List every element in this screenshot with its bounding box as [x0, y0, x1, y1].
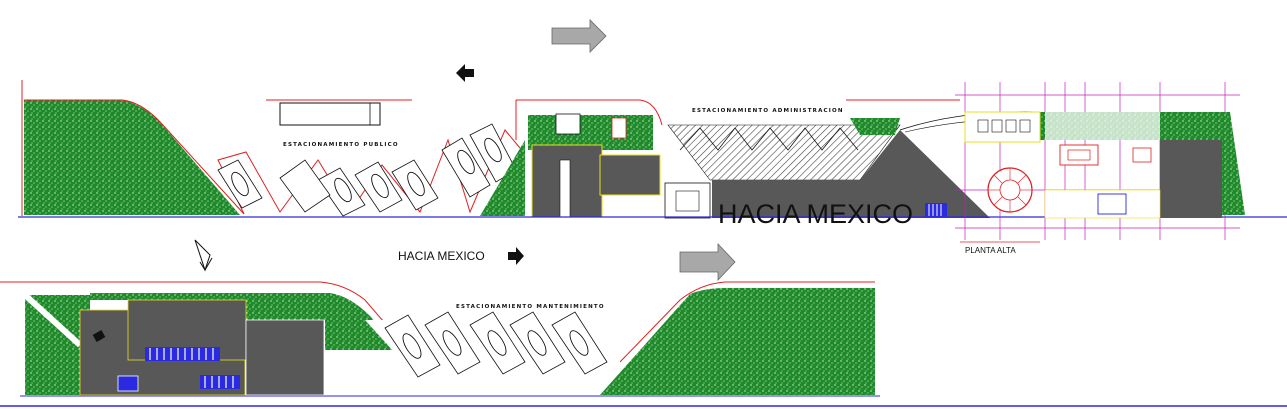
grass-area-bottom-mid — [90, 293, 400, 350]
parking-stalls-maintenance — [384, 311, 608, 378]
toward-mexico-caption: HACIA MEXICO — [398, 249, 485, 263]
parked-cars-public — [231, 137, 502, 203]
arrow-right-icon — [508, 247, 524, 265]
grass-area-left — [24, 100, 240, 215]
main-plaza-block — [712, 130, 990, 218]
toward-mexico-title: HACIA MEXICO — [718, 199, 913, 229]
grass-area-building — [528, 115, 653, 150]
upper-floor-plan: PLANTA ALTA — [899, 82, 1245, 255]
north-arrow-icon — [194, 239, 213, 272]
grass-area-center — [480, 140, 525, 216]
road-edge-bottom — [0, 281, 875, 363]
grass-area-bottom-right — [600, 288, 875, 395]
bottom-site-strip — [0, 281, 1287, 407]
public-parking-label: ESTACIONAMIENTO PUBLICO — [283, 142, 399, 148]
upper-floor-label: PLANTA ALTA — [965, 246, 1016, 255]
building-block-right — [599, 154, 661, 196]
maintenance-parking-label: ESTACIONAMIENTO MANTENIMIENTO — [456, 304, 605, 310]
parking-stalls-public — [217, 123, 517, 217]
top-site-strip — [18, 80, 1287, 219]
admin-parking-label: ESTACIONAMIENTO ADMINISTRACION — [692, 108, 844, 114]
arrow-icon-bottom — [679, 242, 736, 282]
office-dark-block — [1160, 140, 1222, 218]
parked-cars-maintenance — [402, 330, 589, 359]
bus-symbol — [266, 99, 412, 126]
arrow-left-icon — [456, 64, 474, 82]
grass-area-right-top — [850, 118, 900, 135]
conference-table — [1059, 144, 1099, 166]
road-edge-top-left — [24, 99, 245, 215]
arrow-icon — [551, 19, 607, 53]
meeting-room — [964, 111, 1041, 143]
